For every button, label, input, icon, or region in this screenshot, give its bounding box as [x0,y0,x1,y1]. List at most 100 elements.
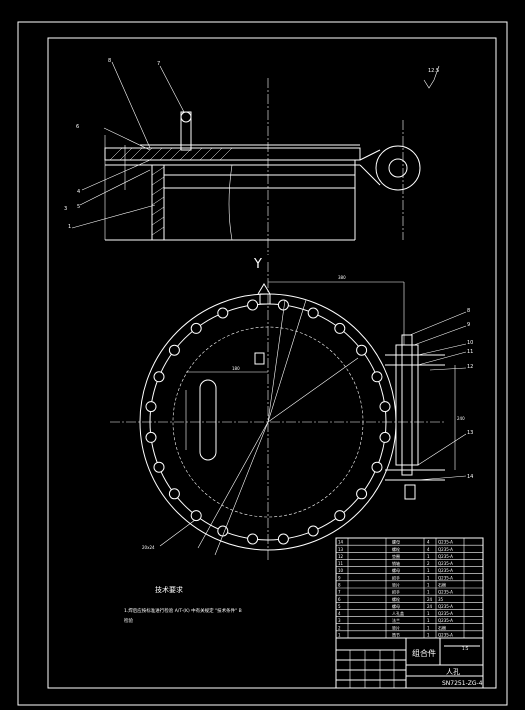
part-material: Q235-A [438,611,453,616]
bolt-hole [168,344,180,356]
bolt-hole [307,307,319,319]
part-qty: 1 [427,575,430,580]
part-material: Q235-A [438,604,453,609]
part-material: Q235-A [438,575,453,580]
part-material: Q235-A [438,547,453,552]
part-qty: 1 [427,568,430,573]
bolt-hole [190,322,202,334]
part-qty: 4 [427,547,430,552]
balloon-13: 13 [467,430,473,436]
hole-note: 20x24 [142,545,155,550]
scale-label: 1:5 [462,646,469,651]
balloon-11: 11 [467,349,473,355]
balloon-4: 4 [77,189,80,195]
balloon-5: 5 [77,204,80,210]
balloon-12: 12 [467,364,473,370]
part-qty: 2 [427,561,430,566]
balloon-7: 7 [157,61,160,67]
bolt-hole [153,371,165,383]
bolt-hole [379,431,391,443]
part-no: 7 [338,590,341,595]
technical-requirements: 技术要求 1.焊后应按标准进行检验 A/T-(K) 中有关规定 "技术条件" B… [124,585,242,624]
part-no: 9 [338,575,341,580]
part-name: 把手 [392,589,400,595]
part-no: 11 [338,561,344,566]
balloon-8r: 8 [467,308,470,314]
part-material: Q235-A [438,540,453,545]
bolt-hole [277,533,289,545]
part-qty: 1 [427,633,430,638]
part-name: 筒节 [392,632,400,638]
part-name: 螺母 [392,539,400,545]
part-name: 螺母 [392,567,400,573]
part-name: 把手 [392,574,400,580]
part-name: 销轴 [392,560,400,566]
bolt-hole [356,344,368,356]
dimension-top: 380 [338,275,346,280]
part-qty: 1 [427,583,430,588]
bolt-hole [371,371,383,383]
handle [180,111,192,151]
balloon-9: 9 [467,322,470,328]
part-no: 2 [338,625,341,630]
dimension-right: 240 [457,416,465,421]
bolt-hole [307,525,319,537]
bolt-hole [277,299,289,311]
part-name: 垫片 [392,624,400,630]
tech-req-line1: 1.焊后应按标准进行检验 A/T-(K) 中有关规定 "技术条件" B [124,607,242,614]
part-material: Q235-A [438,554,453,559]
title-block: 组合件 人孔 SN7251-ZG-4 1:5 [335,637,484,689]
part-material: Q235-A [438,633,453,638]
bolt-hole [247,533,259,545]
bolt-hole [153,461,165,473]
sheet-outer-border [17,21,508,706]
bolt-hole [334,510,346,522]
part-name: 垫圈 [392,553,400,559]
cover-hatching [109,147,233,161]
part-material: 石棉 [438,624,446,630]
drawing-number: SN7251-ZG-4 [442,680,483,687]
part-name: 螺栓 [392,546,400,552]
bolt-holes [145,299,391,545]
part-no: 10 [338,568,344,573]
bolt-hole [145,431,157,443]
balloon-3: 3 [64,206,67,212]
part-qty: 1 [427,554,430,559]
part-name: 法兰 [392,617,400,623]
assembly-name: 组合件 [412,648,436,658]
roughness-value: 12.5 [428,68,439,74]
part-qty: 1 [427,590,430,595]
bolt-hole [379,401,391,413]
bolt-hole [190,510,202,522]
part-qty: 1 [427,618,430,623]
part-material: Q235-A [438,618,453,623]
balloon-1: 1 [68,224,71,230]
bolt-hole [145,401,157,413]
part-no: 14 [338,540,344,545]
bolt-hole [168,488,180,500]
dimension-left: 180 [232,366,240,371]
part-balloons: 1 3 5 4 6 8 7 [64,58,160,230]
part-material: Q235-A [438,561,453,566]
part-material: 石棉 [438,582,446,588]
tech-req-title: 技术要求 [155,585,183,594]
part-no: 4 [338,611,341,616]
part-qty: 1 [427,625,430,630]
part-no: 5 [338,604,341,609]
bolt-hole [217,525,229,537]
part-no: 12 [338,554,344,559]
bolt-hole [371,461,383,473]
balloon-10: 10 [467,340,473,346]
part-qty: 1 [427,611,430,616]
part-material: Q235-A [438,590,453,595]
part-no: 13 [338,547,344,552]
part-no: 8 [338,583,341,588]
project-name: 人孔 [446,668,460,676]
part-material: Q235-A [438,568,453,573]
part-no: 3 [338,618,341,623]
hinge-pin [388,158,408,178]
part-name: 人孔盖 [392,610,404,616]
hinge-bracket [395,344,419,466]
